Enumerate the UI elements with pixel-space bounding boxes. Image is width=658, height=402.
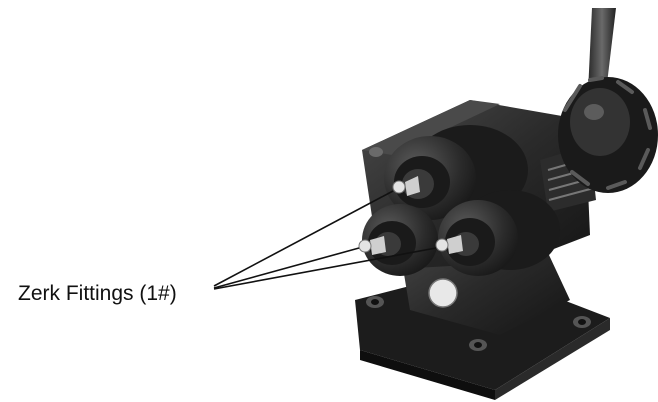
callout-leader-lines bbox=[213, 190, 437, 290]
lower-right-roller bbox=[438, 190, 560, 276]
callout-label: Zerk Fittings (1#) bbox=[18, 282, 177, 305]
knurled-knob bbox=[558, 76, 658, 193]
leader-line-right bbox=[213, 247, 437, 290]
leader-line-top bbox=[213, 190, 394, 287]
leader-line-left bbox=[213, 247, 360, 289]
zerk-fitting-right bbox=[435, 235, 463, 254]
handle bbox=[588, 8, 616, 92]
zerk-fitting-left bbox=[358, 236, 386, 255]
zerk-fitting-top bbox=[392, 176, 420, 196]
